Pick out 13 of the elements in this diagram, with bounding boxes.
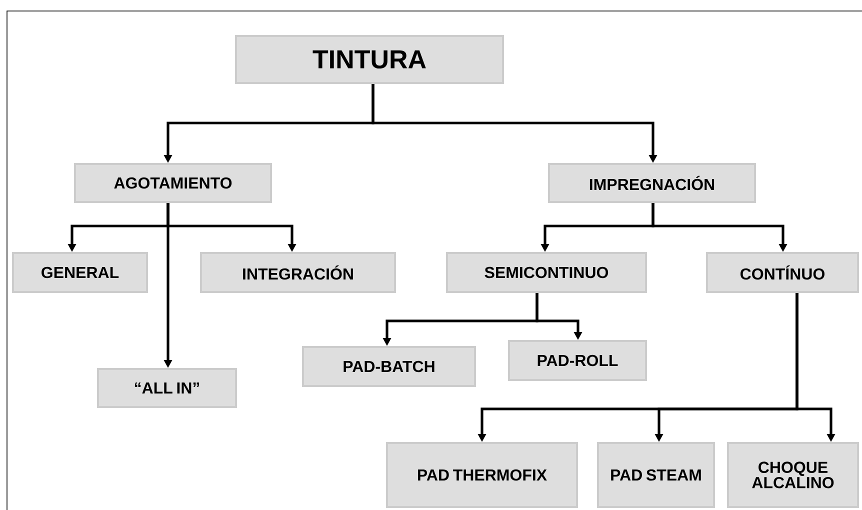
process-box: GENERAL: [12, 252, 148, 293]
process-box: INTEGRACIÓN: [200, 252, 396, 293]
process-box: “ALL IN”: [97, 368, 237, 408]
process-box: CHOQUE ALCALINO: [727, 442, 859, 508]
process-box: PAD STEAM: [597, 442, 715, 508]
process-box: PAD-ROLL: [508, 340, 647, 381]
process-box: AGOTAMIENTO: [74, 163, 272, 203]
process-box: CONTÍNUO: [706, 252, 859, 293]
process-box: IMPREGNACIÓN: [548, 163, 756, 203]
process-box: PAD-BATCH: [302, 346, 476, 387]
process-box: TINTURA: [235, 35, 504, 84]
process-box: SEMICONTINUO: [446, 252, 647, 293]
process-box: PAD THERMOFIX: [386, 442, 578, 508]
